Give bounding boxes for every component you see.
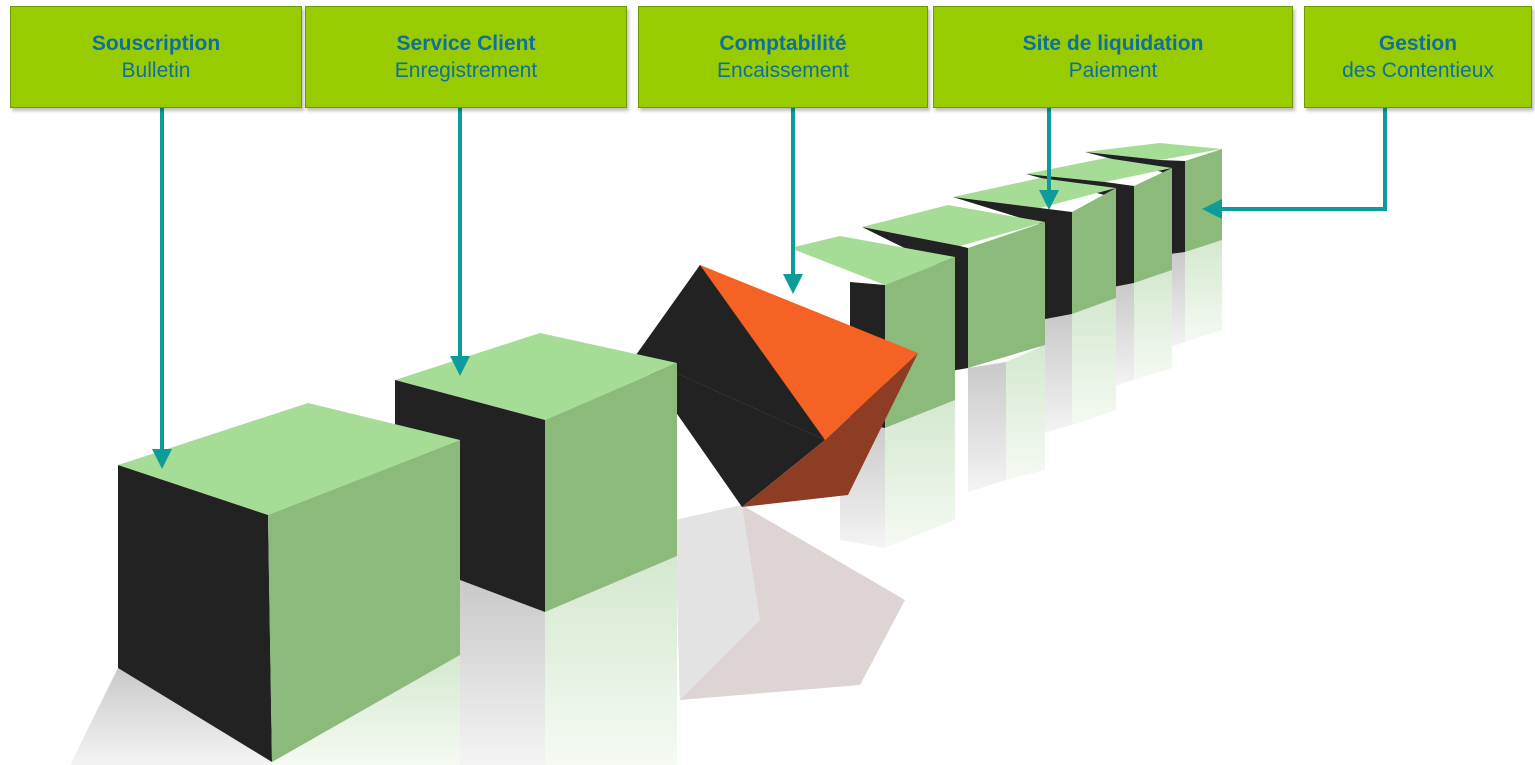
cube-7-reflection-left xyxy=(1040,314,1072,434)
cube-7-right xyxy=(1072,188,1116,314)
label-souscription-title: Souscription xyxy=(91,32,221,55)
label-comptabilite-subtitle: Encaissement xyxy=(717,59,849,82)
connector-gestion xyxy=(1202,108,1387,219)
cube-1-right xyxy=(268,440,460,762)
cube-5-reflection-right xyxy=(885,400,955,548)
cube-3-left xyxy=(636,355,825,507)
cube-6-top xyxy=(862,205,1045,246)
cube-3-right xyxy=(742,353,918,507)
cube-9-reflection-right xyxy=(1185,240,1222,342)
cube-8-right xyxy=(1134,168,1172,283)
cube-1-reflection-left xyxy=(70,668,272,765)
label-souscription-subtitle: Bulletin xyxy=(121,59,191,82)
cube-1 xyxy=(70,403,460,765)
cube-3-reflection-left xyxy=(675,505,760,700)
cube-9-top xyxy=(1085,143,1222,160)
cube-1-top xyxy=(118,403,460,515)
label-site-liquidation-title: Site de liquidation xyxy=(1022,32,1204,55)
cube-2-reflection-left xyxy=(460,580,545,765)
label-comptabilite: Comptabilité Encaissement xyxy=(638,6,928,108)
label-site-liquidation-subtitle: Paiement xyxy=(1068,59,1158,82)
label-gestion-title: Gestion xyxy=(1378,32,1458,55)
cube-3-left-2 xyxy=(636,265,825,440)
cube-8-top xyxy=(1026,158,1172,182)
label-comptabilite-title: Comptabilité xyxy=(719,32,847,55)
label-gestion-subtitle: des Contentieux xyxy=(1342,59,1494,82)
cube-5-top xyxy=(790,236,955,285)
cube-6-reflection-left xyxy=(968,362,1006,492)
label-gestion: Gestion des Contentieux xyxy=(1304,6,1532,108)
cube-2-reflection-right xyxy=(545,556,677,765)
cube-6-right xyxy=(968,222,1045,368)
cube-2-right xyxy=(545,363,677,612)
cube-6-reflection-right xyxy=(1006,345,1045,480)
label-souscription: Souscription Bulletin xyxy=(10,6,302,108)
cube-1-left xyxy=(118,465,272,762)
connectors xyxy=(152,108,1387,469)
cube-7-top xyxy=(953,178,1116,208)
label-service-client: Service Client Enregistrement xyxy=(305,6,627,108)
label-service-client-subtitle: Enregistrement xyxy=(394,59,538,82)
cube-3-tilted xyxy=(636,265,918,700)
cube-9-right xyxy=(1185,149,1222,252)
cube-5-right xyxy=(885,257,955,428)
cube-8-reflection-right xyxy=(1134,270,1172,380)
label-service-client-title: Service Client xyxy=(396,32,536,55)
label-site-liquidation: Site de liquidation Paiement xyxy=(933,6,1293,108)
cube-1-reflection-right xyxy=(272,655,460,765)
cube-2-top xyxy=(395,333,677,420)
cube-7-reflection-right xyxy=(1072,298,1116,425)
